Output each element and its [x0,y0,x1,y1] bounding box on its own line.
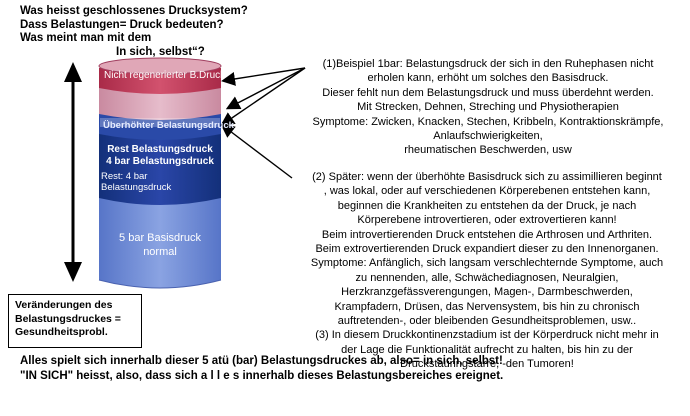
box-line-3: Gesundheitsprobl. [15,326,108,338]
note-later-stages: (2) Später: wenn der überhöhte Basisdruc… [286,170,688,372]
note2-line: Herzkranzgefässverengungen, Magen-, Darm… [341,286,633,299]
note2-line: zu nennenden, alle, Schwächediagnosen, N… [355,271,619,284]
header-line-1: Was heisst geschlossenes Drucksystem? [20,5,248,17]
label-rest-4bar: Rest: 4 bar [101,171,148,182]
note2-line: auftretenden-, oder bleibenden Gesundhei… [337,315,637,328]
note1-line: (1)Beispiel 1bar: Belastungsdruck der si… [322,58,654,70]
footer-line-2: "IN SICH" heisst, also, dass sich a l l … [20,370,504,382]
header-questions: Was heisst geschlossenes Drucksystem? Da… [20,5,248,59]
label-ueberhoeht: Überhöhter Belastungsdruck [103,120,234,131]
header-line-2: Dass Belastungen= Druck bedeuten? [20,18,224,31]
note2-line: , was lokal, oder auf verschiedenen Körp… [323,185,651,198]
label-nicht-regeneriert: Nicht regenerierter B.Druck [104,70,226,81]
note2-line: Krampfadern, Drüsen, das Nervensystem, b… [334,300,640,313]
label-rest-belastungsdruck: Rest Belastungsdruck [107,144,213,155]
note1-line: erholen kann, erhöht um solches den Basi… [367,72,609,85]
note2-line: Beim extrovertierenden Druck expandiert … [315,243,659,256]
label-normal: normal [143,246,177,258]
note2-line: (3) In diesem Druckkontinenzstadium ist … [315,329,659,342]
note2-line: beginnen die Krankheiten zu entstehen da… [337,199,637,212]
header-line-3: Was meint man mit dem [20,32,152,44]
footer-line-1: Alles spielt sich innerhalb dieser 5 atü… [20,355,503,367]
label-4bar-belastungsdruck: 4 bar Belastungsdruck [106,156,214,167]
note2-line: Druckstauringstarre, -den Tumoren! [400,358,574,371]
note1-line: Anlaufschwierigkeiten, [433,130,543,143]
note-example-1: (1)Beispiel 1bar: Belastungsdruck der si… [292,57,684,158]
box-line-1: Veränderungen des [15,299,113,311]
note1-line: Dieser fehlt nun dem Belastungsdruck und… [322,86,654,99]
arrow-down-head [64,262,82,282]
changes-box: Veränderungen des Belastungsdruckes = Ge… [8,294,142,348]
note1-line: Mit Strecken, Dehnen, Streching und Phys… [357,101,619,114]
note1-line: Symptome: Zwicken, Knacken, Stechen, Kri… [312,115,664,128]
note2-line: Symptome: Anfänglich, sich langsam versc… [310,257,664,270]
label-rest-belastungsdruck-small: Belastungsdruck [101,182,172,193]
note1-line: rheumatischen Beschwerden, usw [404,144,572,157]
arrow-up-head [64,62,82,82]
note2-line: (2) Später: wenn der überhöhte Basisdruc… [312,171,662,183]
segment-pink-band [99,86,221,120]
note2-line: der Lage die Funktionalität aufrecht zu … [341,343,633,356]
note2-line: Beim introvertierenden Druck entstehen d… [321,228,653,241]
box-line-2: Belastungsdruckes = [15,312,121,325]
segment-rest-belastungsdruck [99,132,221,205]
pointer-arrow-4 [220,123,293,179]
footer-summary: Alles spielt sich innerhalb dieser 5 atü… [20,354,503,384]
header-line-4: In sich, selbst“? [116,45,205,58]
label-5bar-basisdruck: 5 bar Basisdruck [119,232,201,244]
note2-line: Körperebene introvertieren, oder extrove… [357,214,617,227]
